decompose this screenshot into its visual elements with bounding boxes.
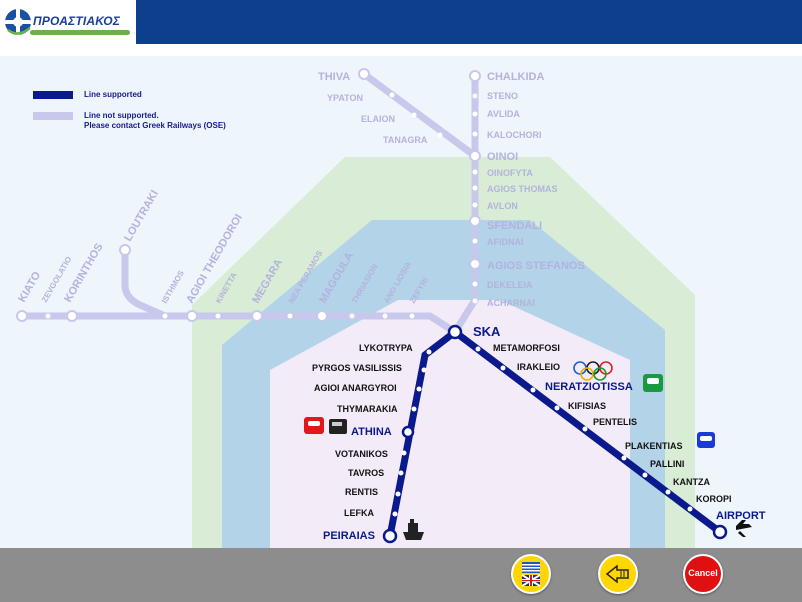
station-ska: SKA [473,324,501,339]
station-thymarakia: THYMARAKIA [337,404,398,414]
bus-icon-plakentias [697,432,715,448]
flag-greece-uk-icon [521,562,541,587]
logo: ΠΡΟΑΣΤΙΑΚΟΣ [0,0,136,44]
station-elaion: ELAION [361,114,395,124]
minor-station-dots [45,92,693,517]
station-pentelis: PENTELIS [593,417,637,427]
bottom-bar [0,548,802,602]
legend-unsupported-swatch [33,112,73,120]
header-stripe [0,44,802,56]
station-lefka: LEFKA [344,508,374,518]
train-icon-athina [329,419,347,434]
station-agioi-anargyroi: AGIOI ANARGYROI [314,383,397,393]
major-stations-supported [382,324,728,544]
major-stations-unsupported [16,68,481,322]
station-ypaton: YPATON [327,93,363,103]
station-avlon: AVLON [487,201,518,211]
header-bar: ΠΡΟΑΣΤΙΑΚΟΣ [0,0,802,44]
language-button[interactable] [511,554,551,594]
station-irakleio: IRAKLEIO [517,362,560,372]
station-peiraias: PEIRAIAS [323,530,375,542]
station-korinthos: KORINTHOS [62,241,105,304]
station-lykotrypa: LYKOTRYPA [359,343,413,353]
station-kifisias: KIFISIAS [568,401,606,411]
supported-lines [386,328,724,540]
station-metamorfosi: METAMORFOSI [493,343,560,353]
station-acharnai: ACHARNAI [487,298,535,308]
station-votanikos: VOTANIKOS [335,449,388,459]
station-kalochori: KALOCHORI [487,130,542,140]
station-thiva: THIVA [318,71,350,83]
station-loutraki: LOUTRAKI [122,188,161,243]
zone-inner [270,300,630,548]
back-button[interactable] [598,554,638,594]
station-sfendali: SFENDALI [487,220,542,232]
station-tavros: TAVROS [348,468,384,478]
station-plakentias: PLAKENTIAS [625,441,683,451]
station-pallini: PALLINI [650,459,684,469]
logo-emblem-icon [4,8,32,36]
legend-unsupported-label: Line not supported. [84,111,159,120]
airplane-icon [736,520,752,537]
station-agios-thomas: AGIOS THOMAS [487,184,558,194]
station-avlida: AVLIDA [487,109,520,119]
station-koropi: KOROPI [696,494,732,504]
station-athina: ATHINA [351,426,392,438]
station-agios-stefanos: AGIOS STEFANOS [487,260,585,272]
station-rentis: RENTIS [345,487,378,497]
station-chalkida: CHALKIDA [487,71,544,83]
station-isthmos: ISTHMOS [160,268,186,305]
bus-icon-athina [304,417,324,434]
cancel-button-label: Cancel [688,568,718,578]
station-tanagra: TANAGRA [383,135,428,145]
logo-text: ΠΡΟΑΣΤΙΑΚΟΣ [33,14,121,28]
station-airport: AIRPORT [716,510,766,522]
station-kantza: KANTZA [673,477,710,487]
cancel-button[interactable]: Cancel [683,554,723,594]
olympic-rings-icon [573,361,613,381]
ship-icon-peiraias [403,519,424,540]
station-afidnai: AFIDNAI [487,237,524,247]
arrow-left-icon [605,564,629,584]
legend-supported-swatch [33,91,73,99]
station-dekeleia: DEKELEIA [487,280,533,290]
bus-icon-neratziotissa [643,374,663,392]
station-oinoi: OINOI [487,151,518,163]
legend-supported-label: Line supported [84,90,142,99]
station-pyrgos-vasilissis: PYRGOS VASILISSIS [312,363,402,373]
station-steno: STENO [487,91,518,101]
station-neratziotissa: NERATZIOTISSA [545,381,633,393]
station-oinofyta: OINOFYTA [487,168,533,178]
legend-unsupported-note: Please contact Greek Railways (OSE) [84,121,226,130]
logo-swoosh [30,30,130,35]
